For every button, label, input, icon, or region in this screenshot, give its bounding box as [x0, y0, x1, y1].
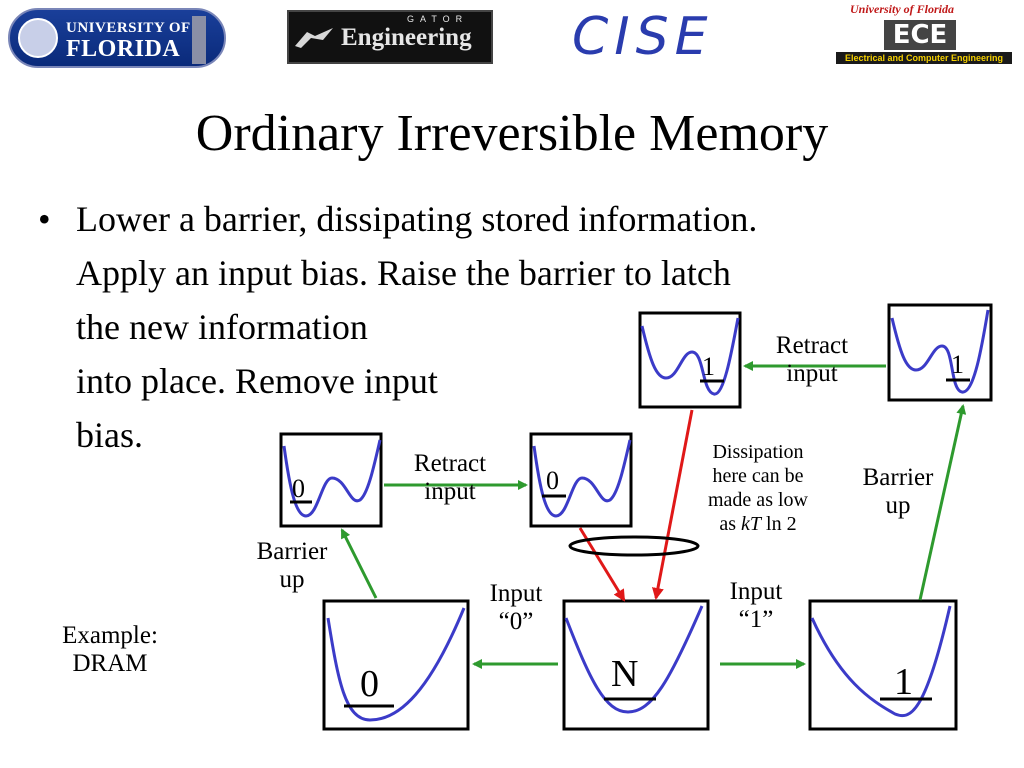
state-box-neutral — [562, 599, 710, 731]
state-label-zero-mid-right: 0 — [546, 466, 559, 495]
ece-logo-sub: Electrical and Computer Engineering — [836, 52, 1012, 64]
bullet-line: Apply an input bias. Raise the barrier t… — [76, 253, 731, 293]
state-box-zero-bottom — [322, 599, 470, 731]
potential-curve-one-top-right — [890, 309, 990, 394]
potential-curve-one-top-left — [640, 317, 740, 396]
label-barrier-up-left: Barrier up — [256, 538, 328, 593]
potential-curve-one-bottom — [810, 605, 952, 718]
state-box-one-top-right — [887, 303, 993, 402]
label-input-one: Input “1” — [729, 578, 783, 633]
state-label-neutral: N — [611, 653, 639, 695]
bullet-line: into place. Remove input — [76, 361, 438, 401]
dissipation-ellipse — [568, 535, 700, 557]
uf-logo-line1: UNIVERSITY OF — [66, 20, 191, 36]
state-label-one-top-right: 1 — [951, 350, 964, 379]
ece-mark: ECE — [884, 20, 956, 50]
ece-logo: University of Florida ECE Electrical and… — [836, 2, 1012, 68]
bullet-line: the new information — [76, 307, 368, 347]
cise-logo: CISE — [572, 7, 714, 67]
arrow-barrier-up-right — [918, 404, 967, 601]
potential-curve-neutral — [564, 605, 704, 714]
bullet-line: bias. — [76, 415, 143, 455]
label-retract-input-left: Retract input — [413, 450, 487, 505]
gator-engineering-logo: GATOR Engineering — [287, 10, 493, 64]
arrow-dissipate-one — [651, 409, 694, 600]
uf-seal-icon — [18, 18, 58, 58]
bullet-text: Lower a barrier, dissipating stored info… — [76, 192, 757, 462]
potential-curve-zero-bottom — [326, 607, 466, 722]
state-box-zero-mid-left — [279, 432, 383, 528]
label-barrier-up-right: Barrier up — [862, 464, 934, 519]
uf-logo-line2: FLORIDA — [66, 36, 181, 62]
arrow-barrier-up-left — [340, 528, 378, 599]
state-label-zero-mid-left: 0 — [292, 474, 305, 503]
state-box-one-bottom — [808, 599, 958, 731]
state-label-zero-bottom: 0 — [360, 663, 379, 705]
label-example: Example: DRAM — [62, 622, 158, 677]
potential-curve-zero-mid-left — [282, 439, 382, 518]
label-dissipation: Dissipation here can be made as low as k… — [684, 440, 832, 536]
state-box-zero-mid-right — [529, 432, 633, 528]
ece-logo-top: University of Florida — [850, 2, 954, 16]
uf-logo: UNIVERSITY OF FLORIDA — [8, 8, 226, 68]
state-label-one-top-left: 1 — [702, 352, 715, 381]
label-retract-input-right: Retract input — [775, 332, 849, 387]
potential-curve-zero-mid-right — [532, 439, 632, 518]
state-box-one-top-left — [638, 311, 742, 409]
gator-small-text: GATOR — [407, 14, 469, 24]
label-input-zero: Input “0” — [489, 580, 543, 635]
bullet-marker: • — [38, 199, 51, 239]
gator-icon — [295, 28, 333, 48]
bullet-line: Lower a barrier, dissipating stored info… — [76, 199, 758, 239]
dissipation-formula: as kT ln 2 — [719, 513, 797, 535]
slide-title: Ordinary Irreversible Memory — [195, 105, 829, 162]
state-label-one-bottom: 1 — [894, 661, 913, 703]
tower-icon — [192, 16, 206, 64]
engineering-text: Engineering — [341, 24, 472, 51]
